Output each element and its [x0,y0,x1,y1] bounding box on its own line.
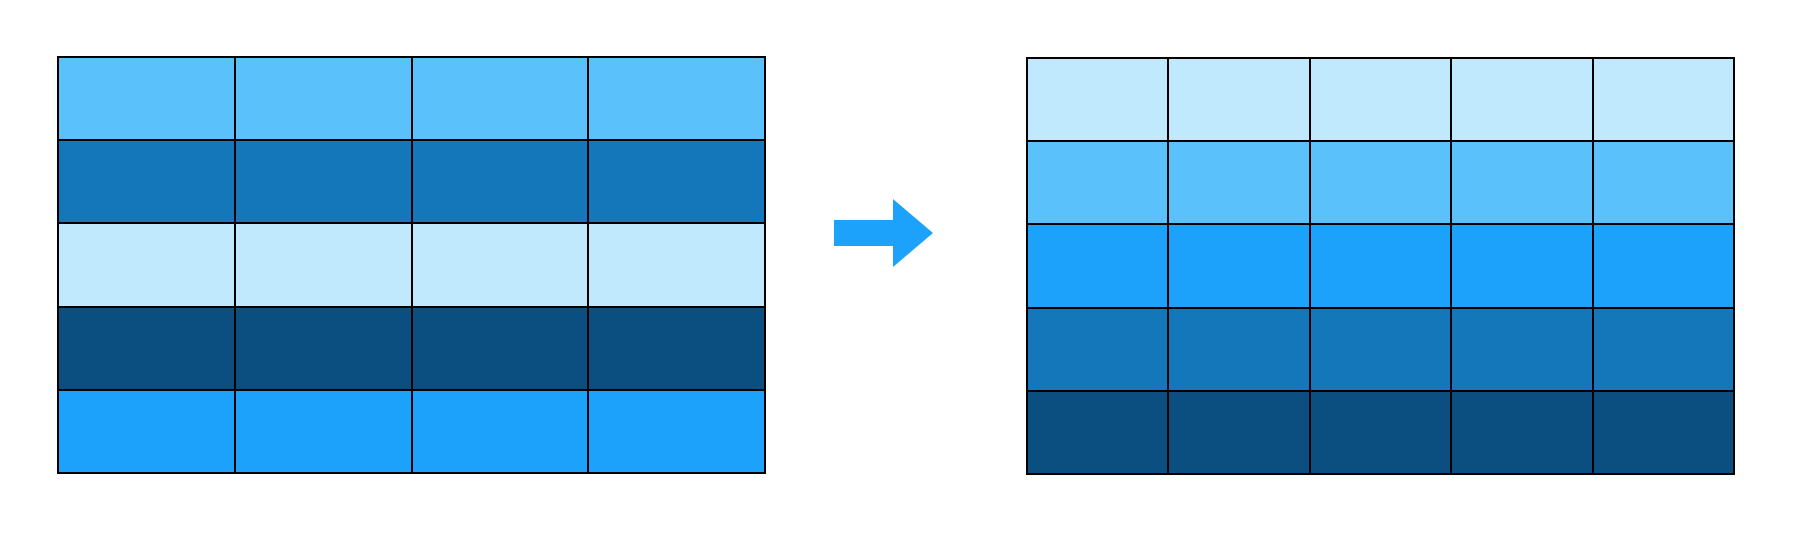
before-cell-r2-c4 [589,141,764,223]
arrow-right-icon [834,199,933,267]
after-cell-r1-c3 [1310,59,1451,141]
before-cell-r1-c4 [589,58,764,140]
before-cell-r1-c1 [59,58,234,140]
after-cell-r3-c3 [1310,225,1451,307]
before-cell-r4-c4 [589,307,764,389]
after-cell-r4-c2 [1169,308,1309,390]
after-cell-r4-c1 [1028,308,1168,390]
before-cell-r5-c4 [589,390,764,472]
after-cell-r2-c3 [1310,142,1451,224]
after-cell-r4-c3 [1310,308,1451,390]
after-cell-r2-c4 [1452,142,1592,224]
after-cell-r4-c4 [1452,308,1592,390]
after-cell-r2-c2 [1169,142,1309,224]
arrow-shape [834,199,933,267]
after-cell-r1-c2 [1169,59,1309,141]
after-cell-r3-c2 [1169,225,1309,307]
before-cell-r1-c2 [235,58,411,140]
after-grid [1026,57,1735,475]
before-cell-r4-c3 [412,307,588,389]
before-cell-r2-c2 [235,141,411,223]
after-cell-r5-c1 [1028,391,1168,473]
before-cell-r5-c2 [235,390,411,472]
after-cell-r3-c1 [1028,225,1168,307]
before-cell-r2-c3 [412,141,588,223]
before-cell-r5-c3 [412,390,588,472]
after-cell-r5-c5 [1593,391,1733,473]
after-cell-r3-c4 [1452,225,1592,307]
before-cell-r4-c2 [235,307,411,389]
before-cell-r3-c3 [412,224,588,306]
before-cell-r3-c4 [589,224,764,306]
before-cell-r1-c3 [412,58,588,140]
after-cell-r4-c5 [1593,308,1733,390]
after-cell-r1-c4 [1452,59,1592,141]
before-grid [57,56,766,474]
before-cell-r4-c1 [59,307,234,389]
after-cell-r2-c5 [1593,142,1733,224]
after-cell-r1-c1 [1028,59,1168,141]
after-cell-r1-c5 [1593,59,1733,141]
after-cell-r5-c4 [1452,391,1592,473]
after-cell-r3-c5 [1593,225,1733,307]
before-cell-r3-c1 [59,224,234,306]
before-cell-r2-c1 [59,141,234,223]
before-cell-r3-c2 [235,224,411,306]
after-cell-r5-c2 [1169,391,1309,473]
before-cell-r5-c1 [59,390,234,472]
after-cell-r2-c1 [1028,142,1168,224]
after-cell-r5-c3 [1310,391,1451,473]
